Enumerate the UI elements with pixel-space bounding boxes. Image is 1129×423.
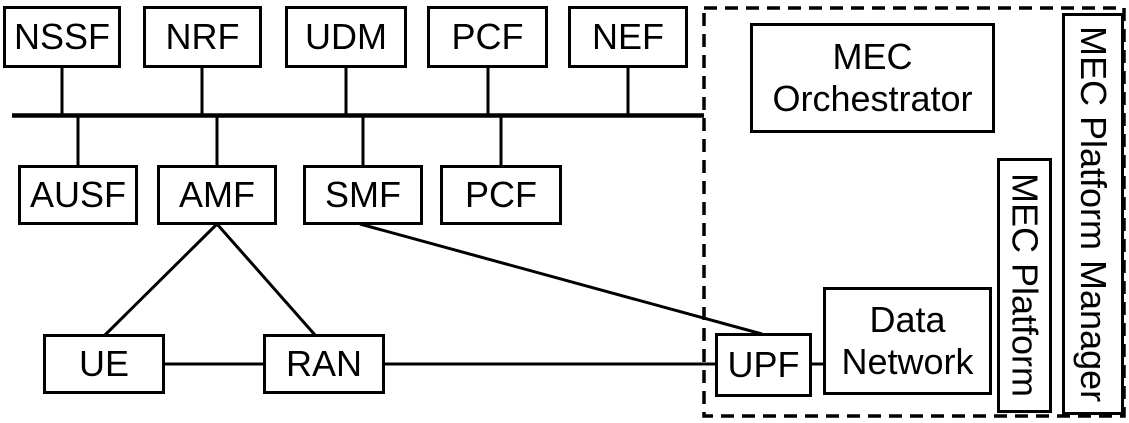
node-ran: RAN <box>263 334 385 394</box>
node-nef: NEF <box>568 6 688 68</box>
node-smf: SMF <box>303 165 423 225</box>
edge-smf-upf <box>359 222 763 336</box>
node-udm: UDM <box>285 6 407 68</box>
node-mec-platform: MEC Platform <box>997 158 1052 413</box>
node-mec-orchestrator: MEC Orchestrator <box>750 23 995 133</box>
node-nssf: NSSF <box>3 6 121 68</box>
node-ue: UE <box>43 334 165 394</box>
node-nrf: NRF <box>143 6 262 68</box>
mec-system-boundary <box>702 6 1126 418</box>
node-pcf-top: PCF <box>427 6 548 68</box>
node-ausf: AUSF <box>18 165 138 225</box>
node-pcf-mid: PCF <box>440 165 562 225</box>
edge-amf-ue <box>103 222 219 337</box>
node-amf: AMF <box>157 165 277 225</box>
node-mec-platform-manager: MEC Platform Manager <box>1062 13 1124 415</box>
edge-amf-ran <box>215 223 317 336</box>
node-upf: UPF <box>715 333 812 397</box>
node-data-network: Data Network <box>823 287 992 395</box>
